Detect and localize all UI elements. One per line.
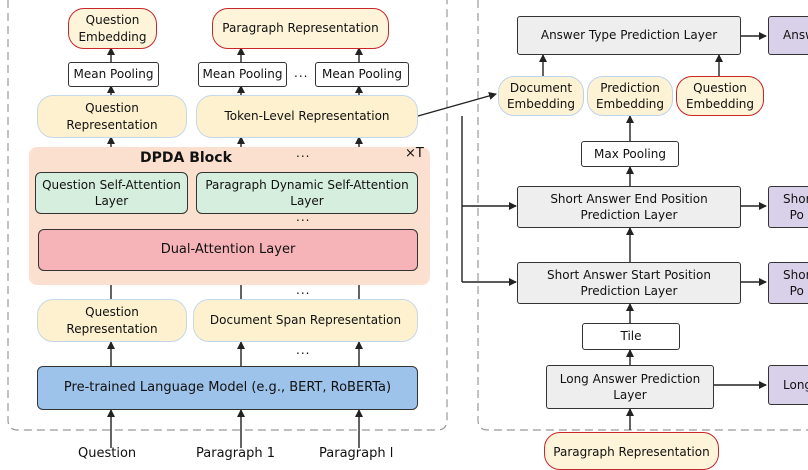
mean-pooling-paragraph-l: Mean Pooling: [315, 62, 409, 87]
ellipsis-span: ...: [296, 283, 311, 297]
question-representation-bottom: Question Representation: [37, 299, 187, 342]
long-answer-prediction-layer: Long Answer Prediction Layer: [546, 365, 714, 409]
answer-type-prediction-layer: Answer Type Prediction Layer: [517, 16, 741, 55]
question-self-attention-layer: Question Self-Attention Layer: [35, 172, 188, 214]
ellipsis-pooling: ...: [294, 66, 309, 80]
paragraph-dynamic-self-attention-layer: Paragraph Dynamic Self-Attention Layer: [196, 172, 418, 214]
mean-pooling-paragraph-1: Mean Pooling: [198, 62, 287, 87]
input-question: Question: [78, 446, 137, 461]
output-short-end: Shor Po: [768, 186, 808, 228]
output-short-start: Shor Po: [768, 262, 808, 304]
mean-pooling-question: Mean Pooling: [68, 62, 159, 87]
pretrained-language-model: Pre-trained Language Model (e.g., BERT, …: [37, 366, 418, 410]
right-panel-border: [477, 0, 808, 431]
input-paragraph-1: Paragraph 1: [196, 446, 275, 461]
dpda-block-title: DPDA Block: [140, 150, 232, 166]
document-span-representation: Document Span Representation: [193, 299, 418, 342]
repeat-times-label: ×T: [405, 146, 424, 161]
paragraph-representation-bottom: Paragraph Representation: [544, 432, 719, 470]
short-answer-end-position-layer: Short Answer End Position Prediction Lay…: [517, 186, 741, 228]
paragraph-representation-top: Paragraph Representation: [212, 8, 389, 49]
tile-layer: Tile: [582, 323, 680, 350]
output-answer-type: Answ: [768, 16, 808, 55]
prediction-embedding: Prediction Embedding: [587, 76, 673, 116]
short-answer-start-position-layer: Short Answer Start Position Prediction L…: [517, 262, 741, 304]
ellipsis-dpda-top: ...: [296, 146, 311, 160]
document-embedding: Document Embedding: [498, 76, 584, 116]
ellipsis-plm: ...: [296, 343, 311, 357]
max-pooling: Max Pooling: [581, 141, 679, 167]
input-paragraph-l: Paragraph l: [319, 446, 394, 461]
question-embedding-top: Question Embedding: [68, 8, 157, 49]
ellipsis-dpda-mid: ...: [296, 210, 311, 224]
token-level-representation: Token-Level Representation: [196, 95, 418, 138]
question-representation-top: Question Representation: [37, 95, 187, 138]
question-embedding-right: Question Embedding: [676, 76, 764, 116]
output-long: Long: [768, 365, 808, 405]
dual-attention-layer: Dual-Attention Layer: [38, 229, 418, 271]
